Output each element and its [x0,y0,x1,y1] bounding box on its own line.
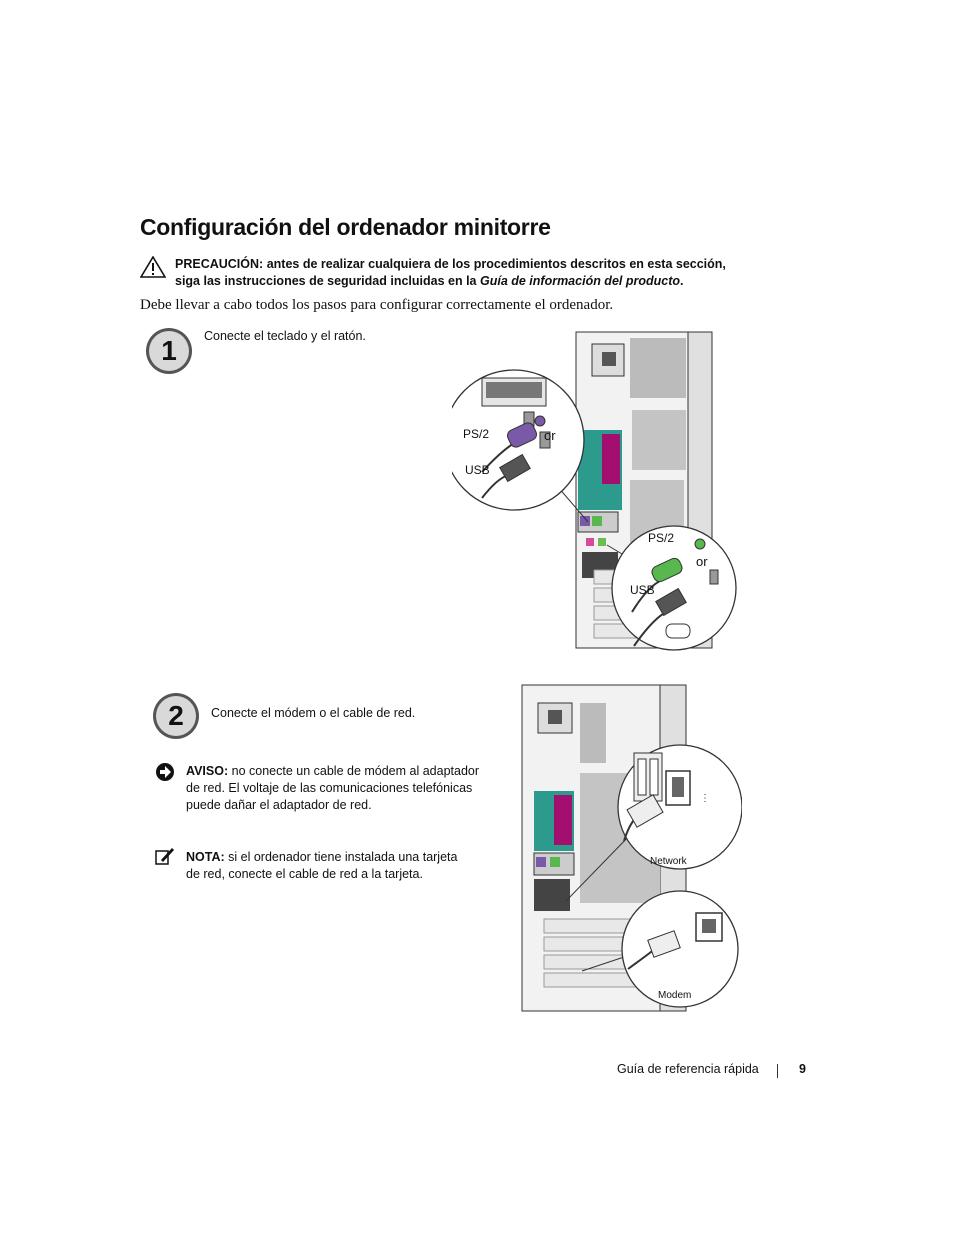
step-2-number: 2 [168,700,184,731]
ps2-label-top: PS/2 [463,427,489,441]
notice-line-3: puede dañar el adaptador de red. [186,798,372,812]
step-1-badge: 1 [146,328,192,374]
page-number: 9 [799,1062,806,1076]
step-1-text: Conecte el teclado y el ratón. [204,329,366,343]
caution-block: PRECAUCIÓN: antes de realizar cualquiera… [140,256,740,290]
ps2-label-bottom: PS/2 [648,531,674,545]
note-line-1: si el ordenador tiene instalada una tarj… [228,850,458,864]
modem-network-illustration: ⋮ Network Modem [521,684,742,1012]
or-label-top: or [544,428,556,443]
network-label: Network [650,856,688,867]
caution-text-2: siga las instrucciones de seguridad incl… [175,274,477,288]
notice-icon [156,763,174,781]
note-line-2: de red, conecte el cable de red a la tar… [186,867,423,881]
caution-label: PRECAUCIÓN: [175,257,264,271]
caution-end: . [680,274,684,288]
usb-label-top: USB [465,463,490,477]
page-title: Configuración del ordenador minitorre [140,214,551,240]
modem-label: Modem [658,990,691,1001]
intro-text: Debe llevar a cabo todos los pasos para … [140,297,614,313]
notice-block: AVISO: no conecte un cable de módem al a… [186,763,496,814]
step-2-text: Conecte el módem o el cable de red. [211,706,416,720]
notice-line-1: no conecte un cable de módem al adaptado… [231,764,480,778]
footer-separator [777,1064,778,1078]
note-icon [155,848,174,865]
notice-line-2: de red. El voltaje de las comunicaciones… [186,781,473,795]
or-label-bottom: or [696,554,708,569]
caution-text: antes de realizar cualquiera de los proc… [266,257,726,271]
step-2-badge: 2 [153,693,199,739]
note-label: NOTA: [186,850,225,864]
keyboard-mouse-illustration: PS/2 or USB PS/2 or USB [452,331,737,651]
usb-label-bottom: USB [630,583,655,597]
step-1-number: 1 [161,335,177,366]
warning-icon [140,256,166,278]
page-footer: Guía de referencia rápida 9 [617,1062,806,1078]
svg-text:⋮: ⋮ [700,793,710,804]
product-guide-link: Guía de información del producto [479,274,680,288]
note-block: NOTA: si el ordenador tiene instalada un… [186,849,496,883]
notice-label: AVISO: [186,764,229,778]
footer-guide-title: Guía de referencia rápida [617,1062,759,1076]
